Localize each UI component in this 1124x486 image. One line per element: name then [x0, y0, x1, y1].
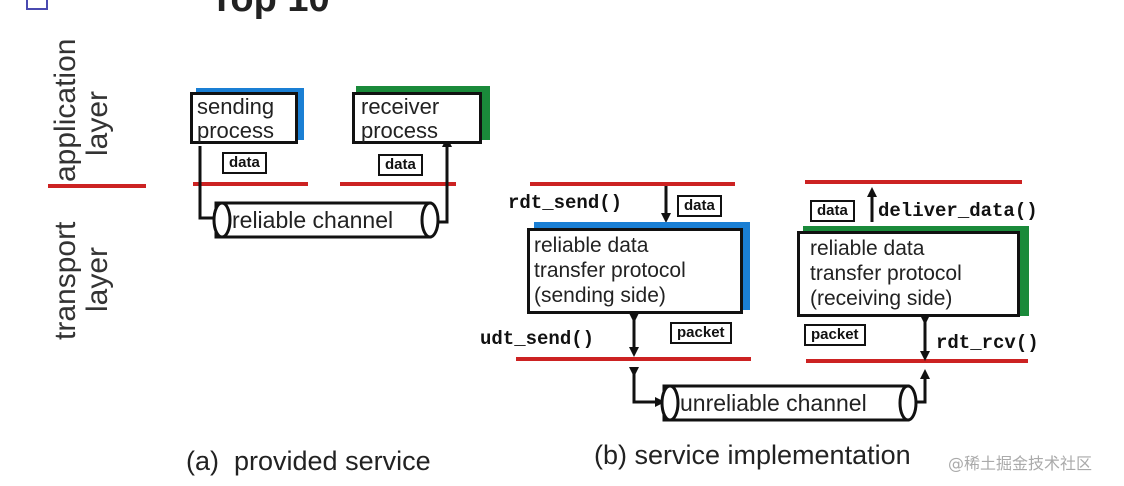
- receiver-process-box: receiver process: [352, 92, 482, 144]
- b-channel-body: [662, 384, 910, 422]
- watermark: @稀土掘金技术社区: [948, 454, 1093, 473]
- deliver-data-label: deliver_data(): [878, 200, 1038, 222]
- title-bullet-icon: [26, 0, 48, 10]
- udt-send-label: udt_send(): [480, 328, 595, 350]
- caption-b: (b) service implementation: [594, 440, 911, 470]
- sender-protocol-box: reliable data transfer protocol (sending…: [527, 228, 743, 314]
- sender-protocol-line1: reliable data: [534, 234, 649, 257]
- sending-process-line2: process: [197, 118, 275, 143]
- b-channel-left-cap: [660, 384, 680, 422]
- sending-process-line1: sending: [197, 94, 275, 119]
- sender-protocol-line2: transfer protocol: [534, 259, 686, 282]
- a-channel-left-cap: [212, 201, 232, 239]
- a-send-arrow: [198, 146, 223, 223]
- receiver-protocol-line3: (receiving side): [810, 287, 953, 310]
- b-packet-recv-tag: packet: [804, 324, 866, 346]
- b-left-connector: [629, 367, 665, 407]
- receiver-process-line2: process: [361, 118, 439, 143]
- receiver-process-line1: receiver: [361, 94, 440, 119]
- receiver-protocol-box: reliable data transfer protocol (receivi…: [797, 231, 1020, 317]
- page-title: Top 10: [210, 0, 330, 21]
- b-channel-label: unreliable channel: [680, 390, 867, 416]
- rdt-send-label: rdt_send(): [508, 192, 623, 214]
- rdt-rcv-label: rdt_rcv(): [936, 332, 1039, 354]
- receiver-protocol-line1: reliable data: [810, 237, 925, 260]
- a-channel-right-cap: [420, 201, 440, 239]
- b-data-send-tag: data: [677, 195, 722, 217]
- a-channel-label: reliable channel: [232, 207, 394, 233]
- b-packet-send-tag: packet: [670, 322, 732, 344]
- b-channel-right-cap: [898, 384, 918, 422]
- receiver-protocol-line2: transfer protocol: [810, 262, 962, 285]
- sending-process-box: sending process: [190, 92, 298, 144]
- sender-protocol-line3: (sending side): [534, 284, 666, 307]
- caption-a: (a) provided service: [186, 446, 431, 476]
- a-data-send-tag: data: [222, 152, 267, 174]
- a-data-recv-tag: data: [378, 154, 423, 176]
- b-data-recv-tag: data: [810, 200, 855, 222]
